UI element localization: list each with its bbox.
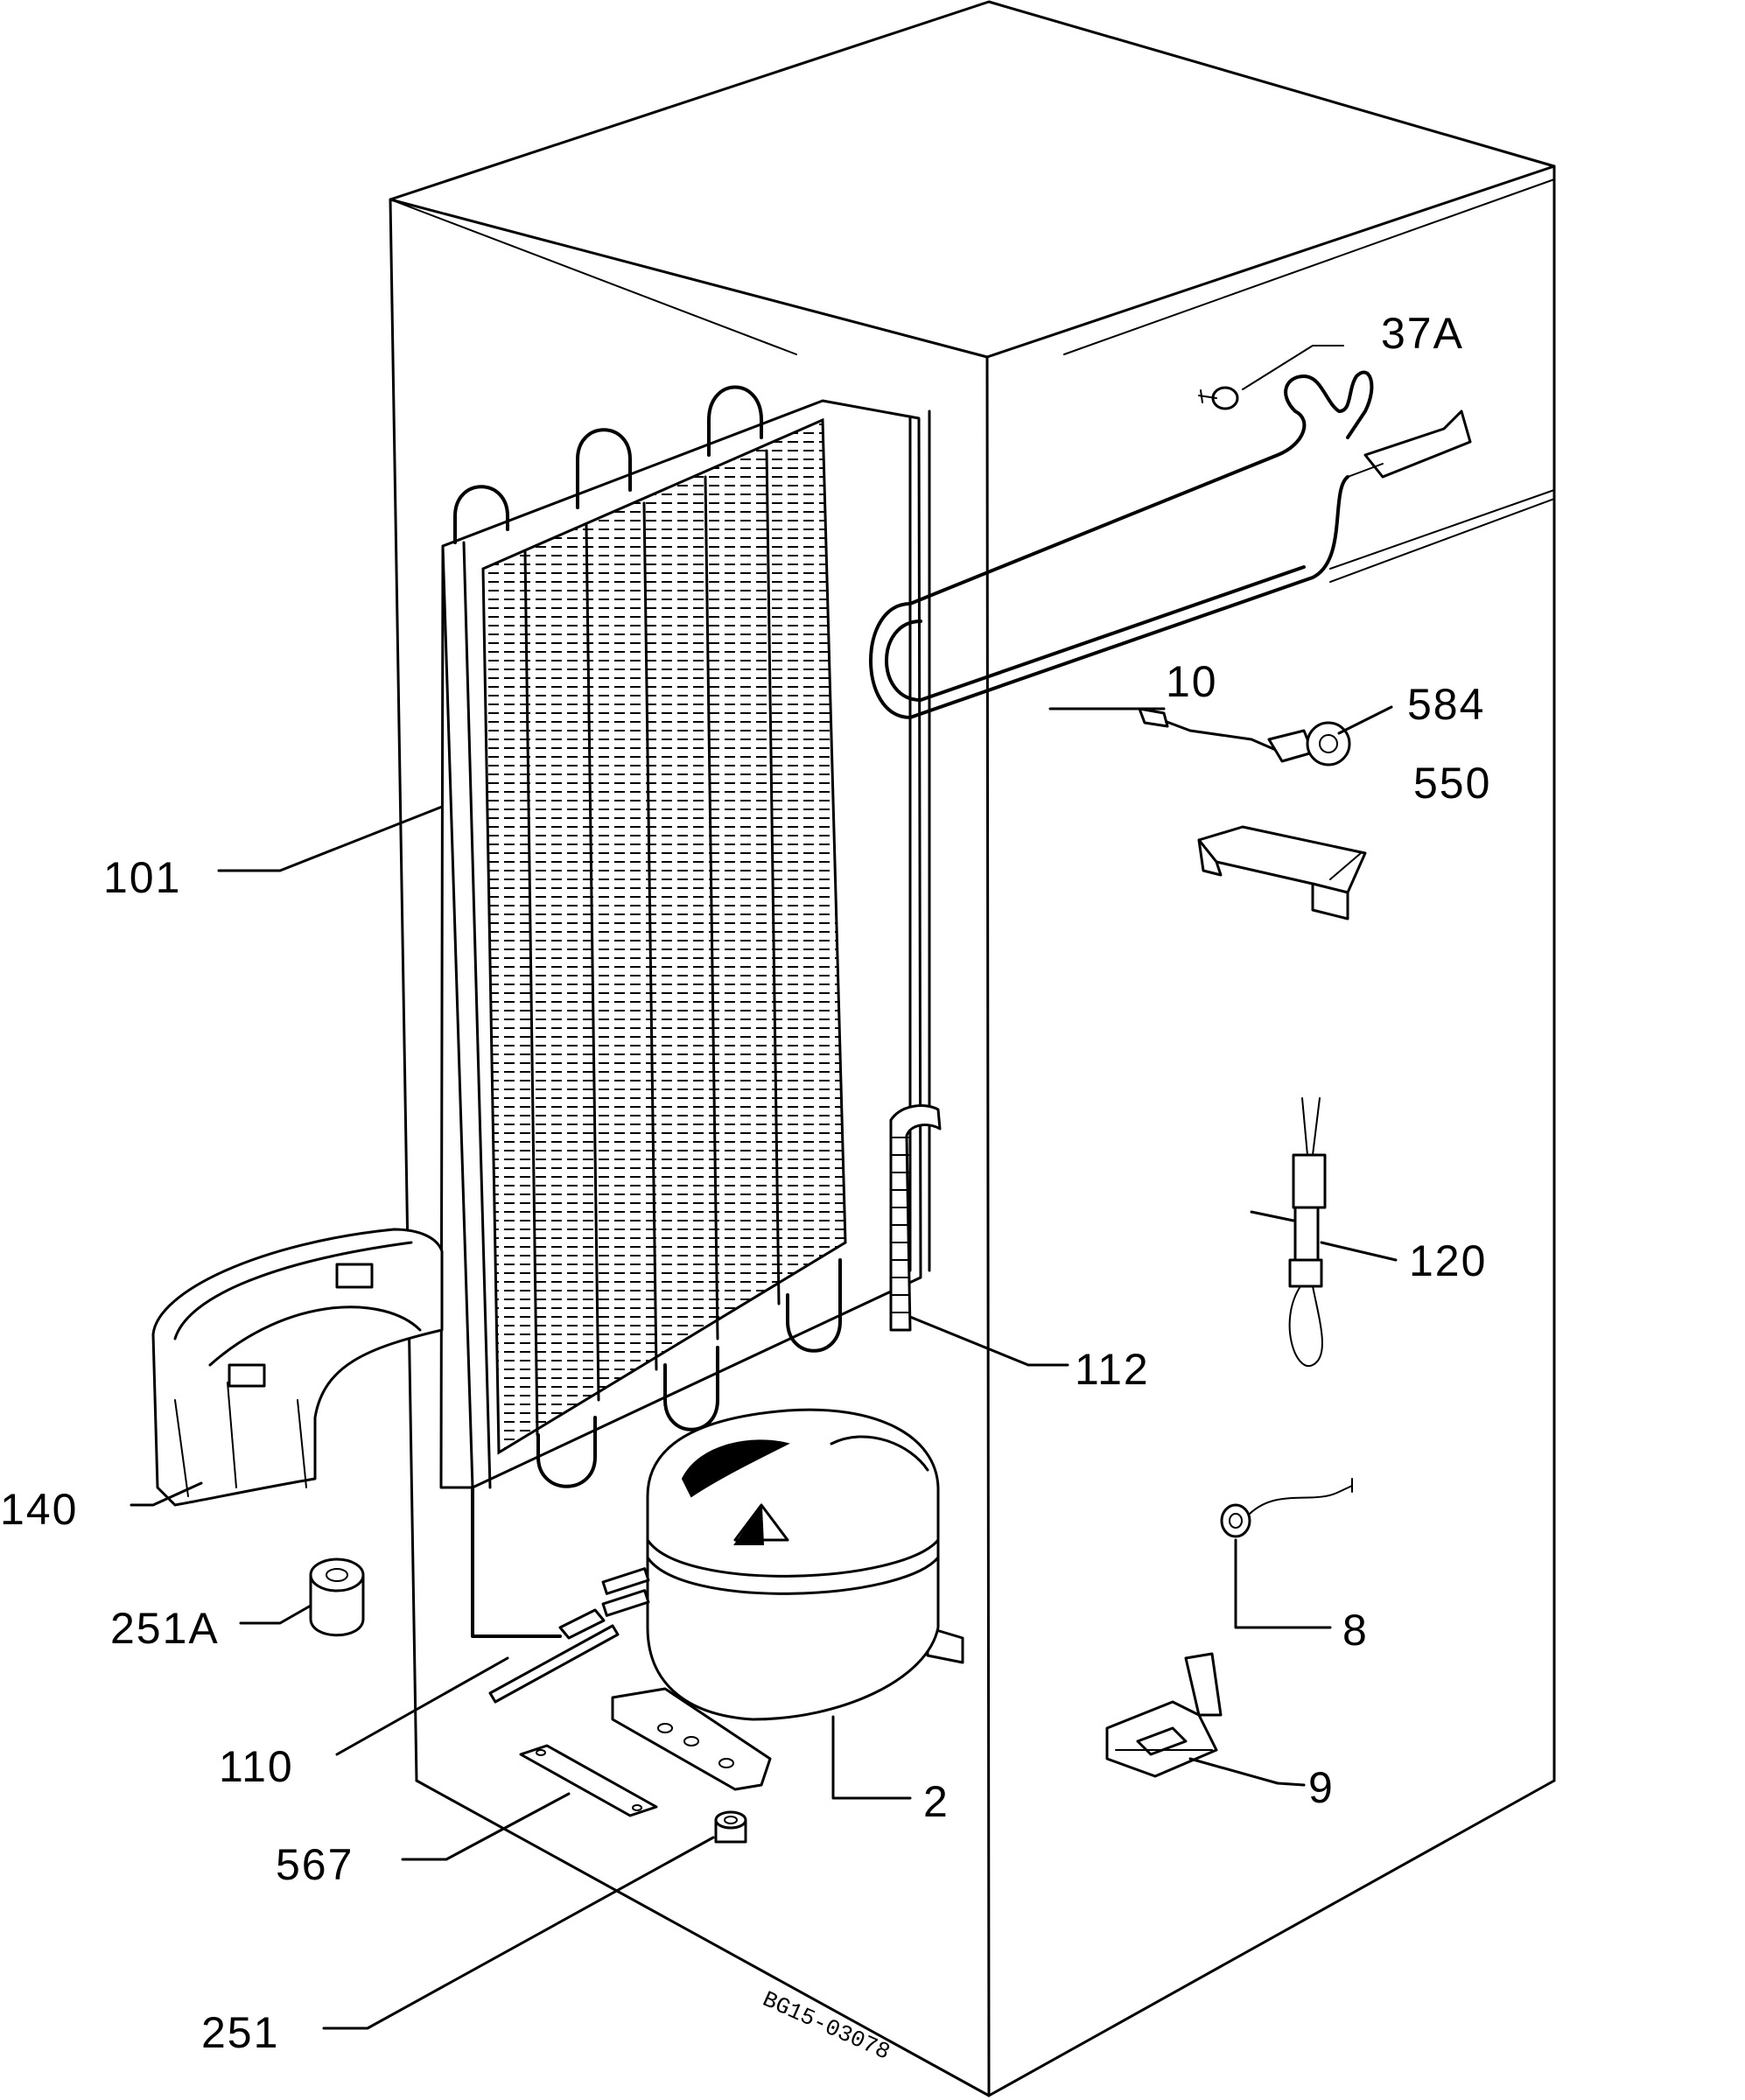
label-140: 140 [0,1485,78,1534]
part-9-relay [1105,1652,1223,1778]
label-584: 584 [1407,680,1485,729]
label-8: 8 [1342,1606,1369,1655]
condenser-101 [439,385,931,1638]
label-120: 120 [1409,1236,1487,1285]
label-251A: 251A [110,1604,220,1653]
part-567-strap [519,1744,658,1817]
part-2-compressor [601,1408,964,1791]
part-550-bracket [1197,825,1367,920]
part-112-drain-hose [889,1104,942,1332]
part-584-lamp-holder [1138,707,1351,766]
part-251A-grommet [309,1558,365,1637]
label-567: 567 [276,1840,354,1889]
label-9: 9 [1308,1763,1335,1812]
part-110-tube [488,1608,620,1704]
part-8-connector [1220,1478,1353,1538]
part-labels: 37A 10 584 550 101 120 112 140 251A 8 11… [0,309,1491,2066]
label-112: 112 [1075,1345,1150,1394]
label-2: 2 [923,1777,950,1826]
label-101: 101 [103,853,181,902]
leader-lines [130,705,1398,2030]
part-120-sensor [1250,1097,1327,1368]
part-251-nut [714,1810,747,1844]
label-110: 110 [219,1742,294,1791]
label-550: 550 [1413,759,1491,808]
label-10: 10 [1166,657,1218,706]
label-37A: 37A [1381,309,1464,358]
drawing-code: BG15-03078 [759,1986,894,2066]
part-140-drip-tray [151,1228,444,1507]
label-251: 251 [201,2008,279,2057]
part-37A-screw [1198,345,1344,410]
refrigerator-cabinet [389,0,1556,2097]
part-10-heater-tube [869,370,1472,719]
